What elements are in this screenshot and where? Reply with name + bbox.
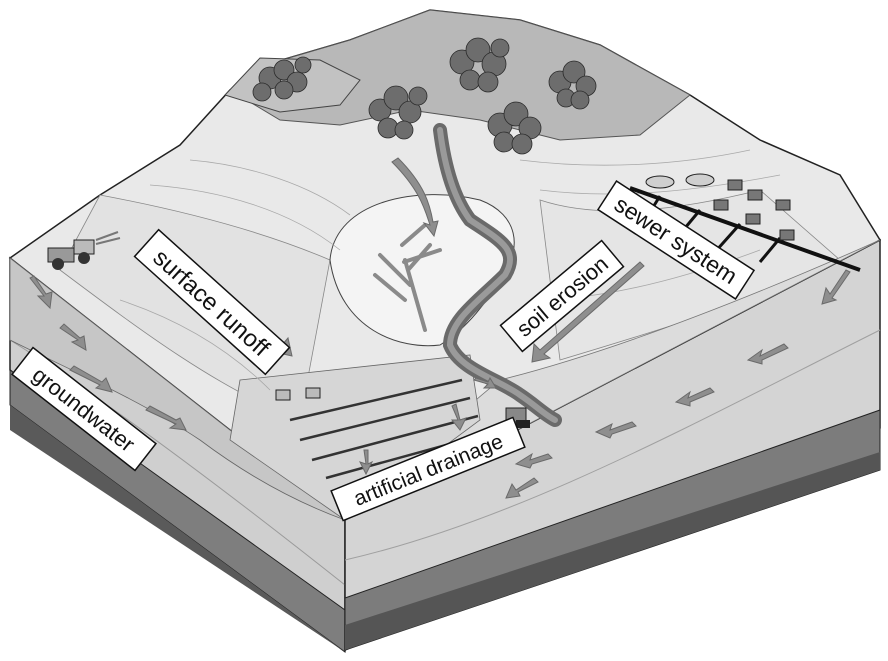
landscape-block-svg: surface runoff soil erosion sewer system…	[0, 0, 888, 656]
landscape-diagram: surface runoff soil erosion sewer system…	[0, 0, 888, 656]
